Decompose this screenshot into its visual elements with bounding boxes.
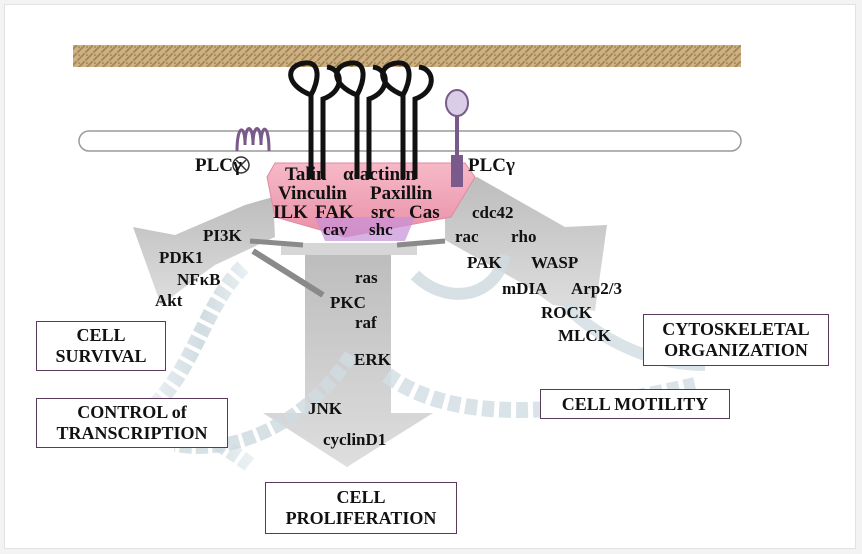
- nfkb-label: NFκB: [177, 271, 220, 288]
- cell-proliferation-box: CELL PROLIFERATION: [265, 482, 457, 534]
- shc-label: shc: [369, 221, 393, 238]
- cyclind1-label: cyclinD1: [323, 431, 386, 448]
- cell-motility-label: CELL MOTILITY: [562, 394, 709, 415]
- mlck-label: MLCK: [558, 327, 611, 344]
- vinculin-label: Vinculin: [278, 184, 347, 203]
- integrin-receptor-3: [383, 63, 432, 179]
- cell-survival-line1: CELL: [76, 325, 125, 346]
- cytoskeletal-organization-line2: ORGANIZATION: [664, 340, 808, 361]
- pak-label: PAK: [467, 254, 502, 271]
- cell-proliferation-line1: CELL: [336, 487, 385, 508]
- cdc42-label: cdc42: [472, 204, 514, 221]
- cell-survival-line2: SURVIVAL: [55, 346, 146, 367]
- pdk1-label: PDK1: [159, 249, 203, 266]
- talin-label: Talin: [285, 165, 327, 184]
- paxillin-label: Paxillin: [370, 184, 432, 203]
- rho-label: rho: [511, 228, 537, 245]
- rock-label: ROCK: [541, 304, 592, 321]
- raf-label: raf: [355, 314, 377, 331]
- pi3k-label: PI3K: [203, 227, 242, 244]
- mdia-label: mDIA: [502, 280, 547, 297]
- complex-rac-arrow: [397, 241, 445, 245]
- cytoskeletal-organization-box: CYTOSKELETAL ORGANIZATION: [643, 314, 829, 366]
- pkc-label: PKC: [330, 294, 366, 311]
- integrin-receptor-2: [337, 63, 386, 179]
- control-transcription-line2: TRANSCRIPTION: [56, 423, 207, 444]
- cytoskeletal-organization-line1: CYTOSKELETAL: [662, 319, 809, 340]
- cell-survival-box: CELL SURVIVAL: [36, 321, 166, 371]
- ilk-label: ILK: [273, 203, 308, 222]
- cell-proliferation-line2: PROLIFERATION: [286, 508, 437, 529]
- control-transcription-line1: CONTROL of: [77, 402, 187, 423]
- diagram-graphics: [5, 5, 856, 549]
- alpha-actinin-label: α-actinin: [343, 165, 416, 184]
- pathway-diagram: PLCγ PLCγ Talin α-actinin Vinculin Paxil…: [4, 4, 856, 549]
- integrin-receptor-1: [291, 63, 340, 179]
- wasp-label: WASP: [531, 254, 578, 271]
- jnk-label: JNK: [308, 400, 342, 417]
- cav-label: cav: [323, 221, 348, 238]
- akt-label: Akt: [155, 292, 182, 309]
- arp23-label: Arp2/3: [571, 280, 622, 297]
- cas-label: Cas: [409, 203, 440, 222]
- plcg-right-label: PLCγ: [468, 156, 515, 175]
- control-transcription-box: CONTROL of TRANSCRIPTION: [36, 398, 228, 448]
- rac-label: rac: [455, 228, 479, 245]
- plcg-left-label: PLCγ: [195, 156, 242, 175]
- plasma-membrane: [79, 131, 741, 151]
- erk-label: ERK: [354, 351, 391, 368]
- ras-label: ras: [355, 269, 378, 286]
- cell-motility-box: CELL MOTILITY: [540, 389, 730, 419]
